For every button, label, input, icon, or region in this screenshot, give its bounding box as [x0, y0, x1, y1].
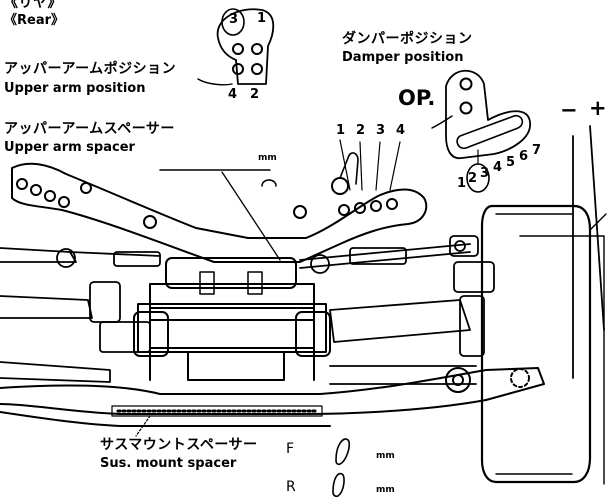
- front-spacer-shape: [335, 438, 351, 466]
- damper-number-4: 4: [493, 160, 503, 175]
- upper-arm-position-number-2: 2: [250, 87, 260, 102]
- sus-spacer-leader: [135, 415, 151, 437]
- rear-spacer-label: R: [286, 479, 296, 495]
- camber-minus-sign: −: [560, 98, 578, 122]
- rear-label-jp: 《リヤ》: [4, 0, 62, 11]
- upper-arm-spacer-unit: mm: [258, 153, 277, 163]
- upper-arm-spacer-label-en: Upper arm spacer: [4, 140, 135, 155]
- camber-reference-lines: [572, 125, 605, 379]
- upper-arm-position-number-3: 3: [229, 12, 239, 27]
- sus-mount-spacer-label-jp: サスマウントスペーサー: [100, 437, 258, 453]
- damper-op-label: OP.: [398, 86, 436, 110]
- rear-spacer-shape: [332, 472, 345, 498]
- tire: [480, 204, 607, 485]
- damper-number-6: 6: [519, 149, 529, 164]
- damper-number-5: 5: [506, 155, 516, 170]
- rear-spacer-unit: mm: [376, 485, 395, 495]
- damper-position-label-en: Damper position: [342, 50, 464, 65]
- shock-tower: [11, 152, 428, 263]
- damper-position-label-jp: ダンパーポジション: [342, 31, 473, 47]
- spacer-number-1: 1: [336, 123, 346, 138]
- spacer-number-3: 3: [376, 123, 386, 138]
- spacer-number-2: 2: [356, 123, 366, 138]
- damper-number-1: 1: [457, 176, 467, 191]
- upper-arm-position-label-en: Upper arm position: [4, 81, 146, 96]
- upper-arm-position-number-1: 1: [257, 11, 267, 26]
- rear-label-en: 《Rear》: [4, 13, 65, 28]
- damper-number-7: 7: [532, 143, 542, 158]
- spacer-leader-line: [221, 171, 281, 261]
- lower-suspension-arm: [0, 367, 545, 427]
- lower-arms: [0, 261, 495, 385]
- spacer-number-4: 4: [396, 123, 406, 138]
- upper-arms: [0, 235, 479, 274]
- damper-number-2: 2: [468, 171, 478, 186]
- sus-mount-spacer-label-en: Sus. mount spacer: [100, 456, 237, 471]
- bulkhead: [133, 257, 331, 381]
- upper-arm-position-bracket: [197, 8, 275, 86]
- front-spacer-unit: mm: [376, 451, 395, 461]
- damper-position-plate: [431, 69, 531, 193]
- camber-plus-sign: +: [589, 96, 607, 120]
- upper-arm-position-number-4: 4: [228, 87, 238, 102]
- front-spacer-label: F: [286, 441, 295, 457]
- upper-arm-spacer-label-jp: アッパーアームスペーサー: [4, 121, 175, 137]
- upper-arm-position-label-jp: アッパーアームポジション: [4, 61, 177, 77]
- damper-number-3: 3: [480, 166, 490, 181]
